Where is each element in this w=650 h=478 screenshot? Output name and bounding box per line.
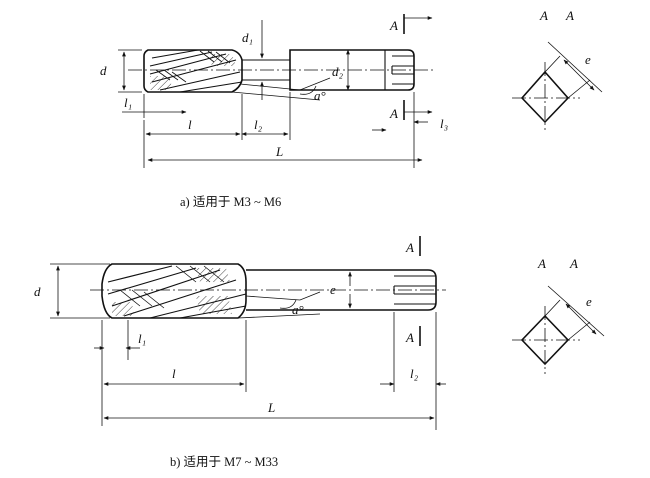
label-e-mid-b: e: [330, 282, 336, 297]
label-a-angle-b: a°: [292, 302, 304, 317]
section-b-label-left: A: [537, 256, 546, 271]
figure-a-thread-body: [143, 49, 243, 93]
label-l1: l₁: [124, 95, 132, 110]
label-d1: d₁: [242, 30, 253, 45]
section-a-label-right: A: [565, 8, 574, 23]
figure-b-square-drive: [393, 275, 436, 305]
section-a-label-e: e: [585, 52, 591, 67]
figure-b-caption: b) 适用于 M7 ~ M33: [170, 455, 278, 469]
figure-a-section: A A e: [512, 8, 603, 130]
figure-b: d l₁ l l₂ L a° e A A A: [34, 236, 605, 469]
section-b-label-right: A: [569, 256, 578, 271]
figure-a: d l₁ l l₂ L d₁ d₂ a° A A: [100, 8, 603, 209]
figure-b-shank: [246, 269, 437, 311]
label-l-b: l: [172, 366, 176, 381]
figure-a-square-drive: [391, 55, 414, 85]
label-l: l: [188, 117, 192, 132]
figure-b-thread-body: [101, 263, 247, 319]
figure-a-neck: [242, 59, 290, 81]
label-l2-bottom: l₂: [254, 117, 263, 132]
label-A-top-b: A: [405, 240, 414, 255]
label-L: L: [275, 144, 283, 159]
label-A-top: A: [389, 18, 398, 33]
label-a-angle: a°: [314, 88, 326, 103]
figure-a-caption: a) 适用于 M3 ~ M6: [180, 195, 281, 209]
label-l1-b: l₁: [138, 331, 146, 346]
label-A-bottom: A: [389, 106, 398, 121]
label-A-bottom-b: A: [405, 330, 414, 345]
label-l2-b: l₂: [410, 366, 419, 381]
label-d2: d₂: [332, 64, 344, 79]
label-l3: l₃: [440, 116, 448, 131]
label-d: d: [100, 63, 107, 78]
section-a-label-left: A: [539, 8, 548, 23]
label-d-b: d: [34, 284, 41, 299]
label-L-b: L: [267, 400, 275, 415]
figure-b-section: A A e: [512, 256, 605, 374]
section-b-label-e: e: [586, 294, 592, 309]
